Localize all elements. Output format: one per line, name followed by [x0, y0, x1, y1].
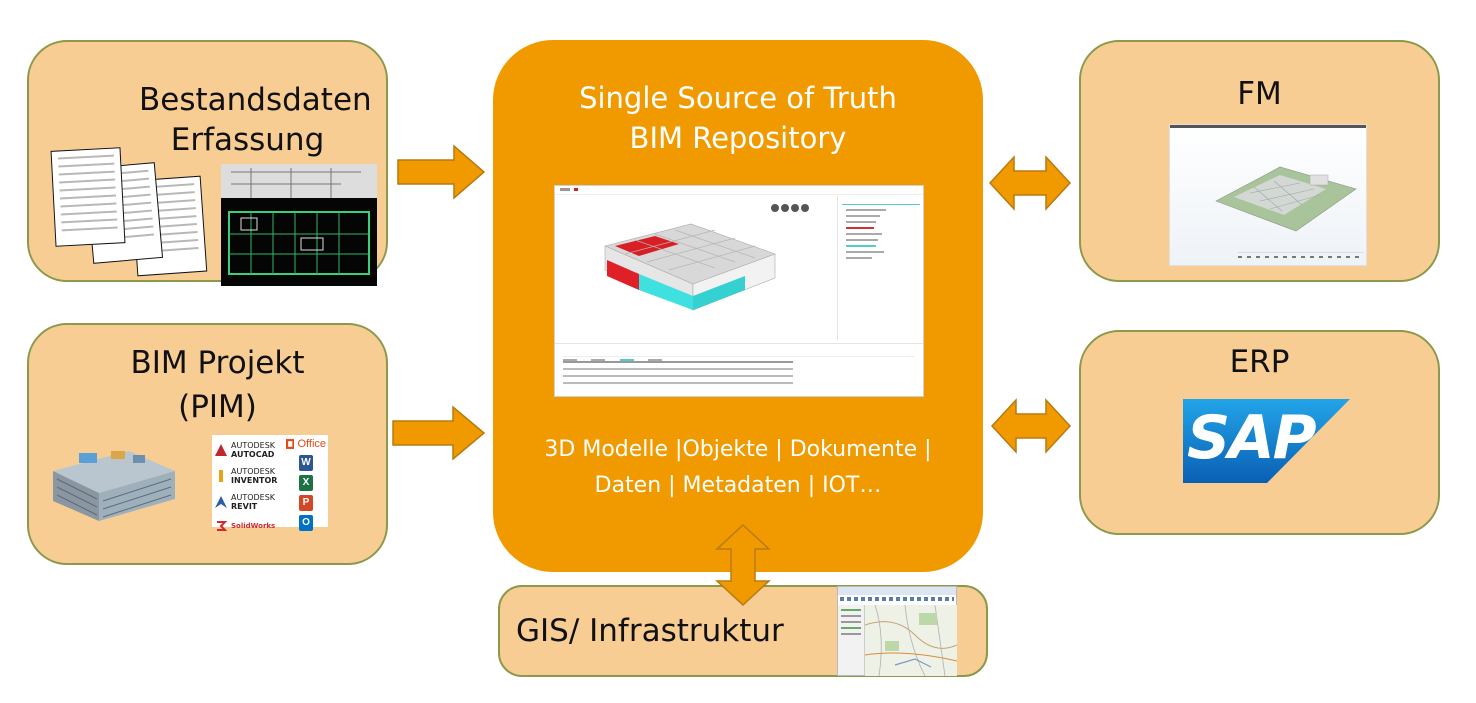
sap-logo-text: SAP [1187, 403, 1317, 473]
fm-box: FM [1079, 40, 1440, 282]
arrow-bim-projekt-to-repository [392, 405, 486, 461]
excel-icon: X [299, 475, 313, 491]
inventor-icon [219, 470, 223, 482]
bestandsdaten-title-line2: Erfassung [170, 122, 325, 158]
inventor-product: INVENTOR [231, 476, 278, 485]
erp-title: ERP [1229, 344, 1290, 380]
gis-map [865, 605, 957, 676]
gis-software-screenshot [837, 586, 957, 676]
bim-projekt-title-line1: BIM Projekt [130, 345, 305, 381]
solidworks-icon [217, 521, 227, 531]
autocad-icon [215, 444, 227, 456]
view-controls [771, 204, 819, 212]
repository-content-list: 3D Modelle |Objekte | Dokumente | Daten … [493, 432, 983, 504]
bestandsdaten-title: Bestandsdaten Erfassung [139, 80, 372, 160]
arrow-repository-erp-bidirectional [990, 398, 1072, 454]
arrow-repository-gis-bidirectional [715, 523, 771, 607]
word-icon: W [299, 455, 313, 471]
office-icon [286, 439, 295, 449]
floor-plan-image [221, 164, 377, 286]
revit-icon [215, 496, 227, 508]
repository-software-screenshot [554, 185, 924, 397]
bim-projekt-title-line2: (PIM) [178, 389, 257, 425]
inventor-brand: AUTODESK [231, 467, 276, 476]
powerpoint-icon: P [299, 495, 313, 511]
repository-title-line1: Single Source of Truth [579, 81, 897, 115]
repository-content-line2: Daten | Metadaten | IOT… [594, 473, 882, 498]
screenshot-toolbar [555, 186, 923, 195]
autocad-brand: AUTODESK [231, 441, 276, 450]
office-label: Office [297, 438, 326, 450]
revit-brand: AUTODESK [231, 493, 276, 502]
outlook-icon: O [299, 515, 313, 531]
arrow-repository-fm-bidirectional [988, 155, 1072, 211]
object-tree-panel [837, 196, 924, 340]
solidworks-label: SolidWorks [231, 522, 276, 530]
3d-model-view [604, 223, 776, 311]
autocad-product: AUTOCAD [231, 450, 275, 459]
bestandsdaten-title-line1: Bestandsdaten [139, 82, 372, 118]
sap-logo: SAP [1183, 399, 1350, 483]
arrow-bestand-to-repository [397, 144, 486, 200]
repository-title: Single Source of Truth BIM Repository [493, 78, 983, 158]
repository-content-line1: 3D Modelle |Objekte | Dokumente | [544, 437, 932, 462]
document-image [50, 147, 126, 247]
fm-3d-model [1215, 166, 1357, 232]
fm-title: FM [1237, 76, 1282, 112]
revit-product: REVIT [231, 502, 258, 511]
bim-projekt-title: BIM Projekt (PIM) [69, 341, 366, 429]
office-logo: Office [286, 437, 326, 451]
document-table [555, 343, 923, 396]
fm-toolbar [1238, 252, 1364, 261]
gis-title: GIS/ Infrastruktur [516, 613, 784, 649]
solidworks-logo: SolidWorks [215, 513, 283, 539]
bestandsdaten-box: Bestandsdaten Erfassung [27, 40, 388, 286]
fm-software-screenshot [1169, 124, 1367, 266]
repository-title-line2: BIM Repository [629, 121, 847, 155]
bim-repository-box: Single Source of Truth BIM Repository [493, 40, 983, 572]
building-model-image [49, 431, 179, 523]
